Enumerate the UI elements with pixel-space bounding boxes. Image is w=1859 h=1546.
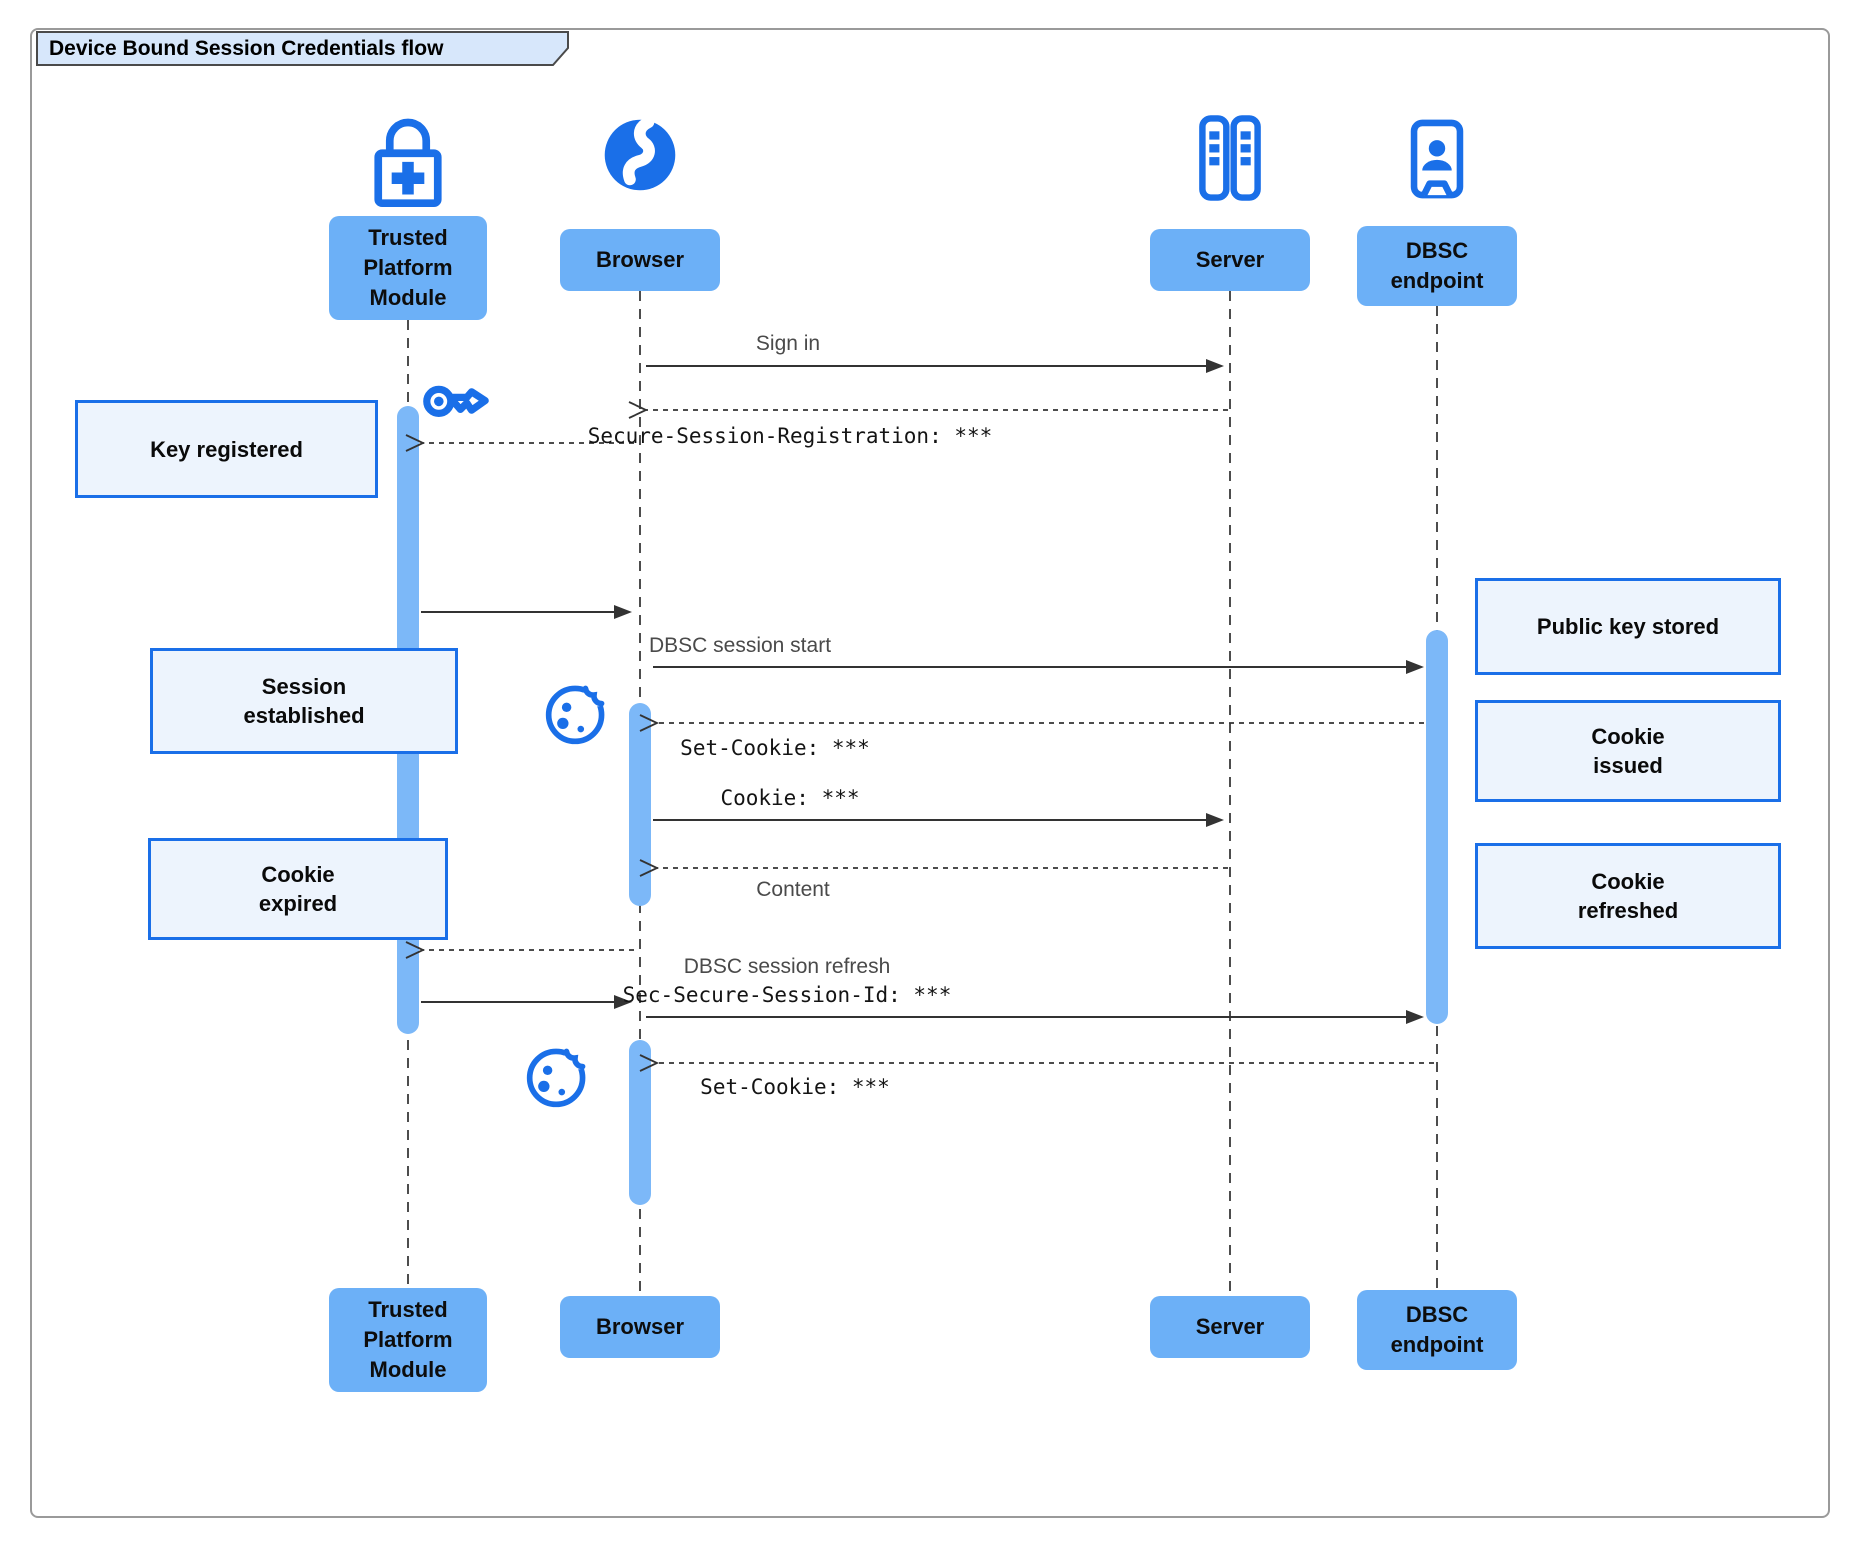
lock-plus-icon [360, 108, 456, 210]
dbsc-activation [1426, 630, 1448, 1024]
participant-label-tpm-top: Trusted Platform Module [329, 216, 487, 320]
message-label-dbsc-session-refresh: DBSC session refresh [683, 955, 891, 978]
diagram-title: Device Bound Session Credentials flow [49, 36, 444, 60]
browser-activation-1 [629, 703, 651, 906]
browser-to-tpm-arrow-1 [405, 434, 634, 452]
participant-label-browser-bottom: Browser [560, 1296, 720, 1358]
note-session-established: Session established [150, 648, 458, 754]
message-label-cookie: Cookie: *** [720, 786, 860, 810]
sign-in-arrow [646, 359, 1224, 373]
tpm-to-browser-arrow-2 [421, 995, 632, 1009]
content-arrow [639, 859, 1228, 877]
title-tag-shape [36, 31, 569, 66]
message-label-content: Content [756, 878, 830, 901]
dbsc-session-start-arrow [653, 660, 1424, 674]
participant-label-server-bottom: Server [1150, 1296, 1310, 1358]
tpm-to-browser-arrow-1 [421, 605, 632, 619]
participant-label-dbsc-bottom: DBSC endpoint [1357, 1290, 1517, 1370]
participant-label-browser-top: Browser [560, 229, 720, 291]
note-cookie-refreshed: Cookie refreshed [1475, 843, 1781, 949]
message-label-sec-secure-session-id: Sec-Secure-Session-Id: *** [622, 983, 952, 1007]
globe-icon [598, 112, 682, 198]
session-registration-arrow [628, 401, 1228, 419]
key-icon [422, 372, 502, 426]
set-cookie-arrow-2 [639, 1054, 1434, 1072]
message-label-set-cookie-1: Set-Cookie: *** [680, 736, 870, 760]
set-cookie-arrow-1 [639, 714, 1424, 732]
participant-label-dbsc-top: DBSC endpoint [1357, 226, 1517, 306]
participant-label-server-top: Server [1150, 229, 1310, 291]
message-label-dbsc-session-start: DBSC session start [648, 634, 832, 657]
participant-label-tpm-bottom: Trusted Platform Module [329, 1288, 487, 1392]
note-public-key-stored: Public key stored [1475, 578, 1781, 675]
cookie-icon [543, 679, 611, 747]
message-label-sign-in: Sign in [755, 332, 821, 355]
diagram-title-tag: Device Bound Session Credentials flow [36, 31, 570, 66]
dbsc-session-refresh-arrow [646, 1010, 1424, 1024]
cookie-arrow [653, 813, 1224, 827]
cookie-icon [524, 1042, 592, 1110]
id-badge-icon [1396, 108, 1478, 210]
note-cookie-expired: Cookie expired [148, 838, 448, 940]
server-icon [1184, 110, 1276, 206]
diagram-border [30, 28, 1830, 1518]
browser-activation-2 [629, 1040, 651, 1205]
message-label-secure-session-registration: Secure-Session-Registration: *** [587, 424, 993, 448]
message-label-set-cookie-2: Set-Cookie: *** [700, 1075, 890, 1099]
browser-to-tpm-arrow-2 [405, 941, 634, 959]
note-key-registered: Key registered [75, 400, 378, 498]
note-cookie-issued: Cookie issued [1475, 700, 1781, 802]
